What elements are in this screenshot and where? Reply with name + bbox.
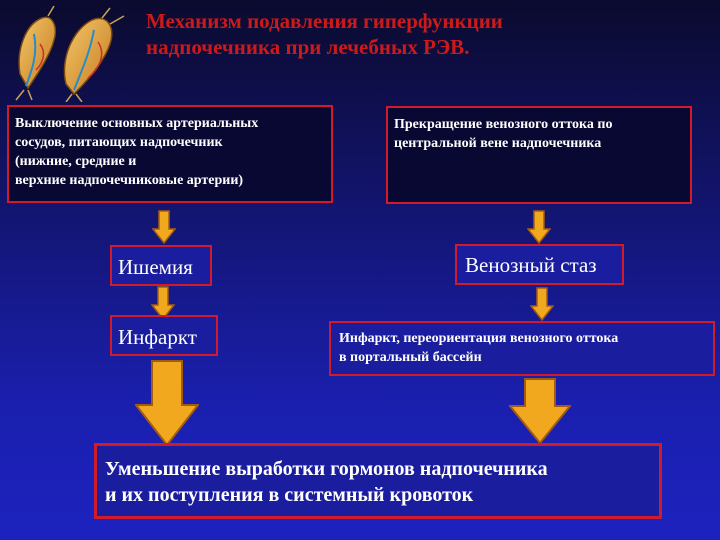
arrow-down-icon	[530, 287, 554, 321]
adrenal-gland-icon	[15, 5, 125, 102]
title-line-2: надпочечника при лечебных РЭВ.	[146, 35, 470, 59]
arrow-down-icon	[152, 210, 176, 244]
box-line: центральной вене надпочечника	[394, 136, 602, 151]
box-line: верхние надпочечниковые артерии)	[15, 173, 244, 188]
venous-outflow-stop-box: Прекращение венозного оттока по централь…	[386, 106, 692, 204]
box-line: Уменьшение выработки гормонов надпочечни…	[105, 458, 548, 480]
arrow-down-icon	[527, 210, 551, 244]
ischemia-box: Ишемия	[110, 245, 212, 286]
box-line: в портальный бассейн	[339, 350, 482, 365]
box-line: Прекращение венозного оттока по	[394, 117, 613, 132]
venous-stasis-label: Венозный стаз	[465, 253, 597, 277]
title-line-1: Механизм подавления гиперфункции	[146, 9, 503, 33]
box-line: (нижние, средние и	[15, 154, 137, 169]
big-arrow-down-icon	[509, 378, 571, 444]
arterial-occlusion-box: Выключение основных артериальных сосудов…	[7, 105, 333, 203]
result-box: Уменьшение выработки гормонов надпочечни…	[94, 443, 662, 519]
arrow-down-icon	[151, 286, 175, 320]
box-line: Инфаркт, переориентация венозного оттока	[339, 331, 619, 346]
box-line: сосудов, питающих надпочечник	[15, 135, 223, 150]
page-title: Механизм подавления гиперфункции надпоче…	[146, 8, 666, 60]
infarct-reorientation-box: Инфаркт, переориентация венозного оттока…	[329, 321, 715, 376]
box-line: и их поступления в системный кровоток	[105, 484, 474, 506]
venous-stasis-box: Венозный стаз	[455, 244, 624, 285]
box-line: Выключение основных артериальных	[15, 116, 259, 131]
infarct-label: Инфаркт	[118, 325, 197, 349]
ischemia-label: Ишемия	[118, 255, 193, 279]
infarct-box: Инфаркт	[110, 315, 218, 356]
big-arrow-down-icon	[135, 360, 199, 446]
